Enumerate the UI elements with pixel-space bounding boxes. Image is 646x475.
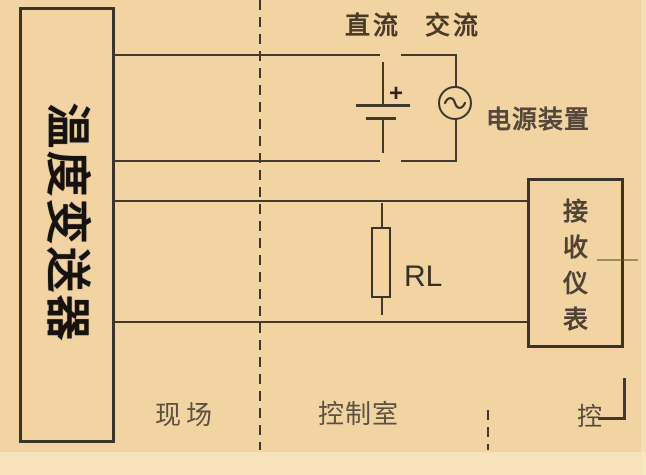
battery-top-lead [382,62,384,104]
bottom-strip [0,452,646,475]
ac-branch-upper-lead [455,54,457,88]
faint-artifact-line [597,259,638,261]
transmitter-label: 温度变送器 [42,103,93,344]
field-control-separator-dashed-line [259,0,261,450]
power-loop-top-wire-left [115,54,380,56]
resistor-top-lead [381,203,383,227]
right-edge-strip [641,0,646,475]
control-room-label: 控制室 [318,400,400,429]
power-loop-bottom-wire-right [401,160,457,162]
sine-wave-icon [443,97,467,109]
partial-control-label: 控 [577,404,603,431]
battery-plus-label: + [389,80,404,107]
ac-branch-lower-lead [455,119,457,162]
battery-long-plate [356,104,410,107]
receiver-box: 接 收 仪 表 [527,178,624,348]
resistor-label: RL [404,260,443,293]
receiver-label-char-4: 表 [562,307,588,334]
ac-source-circle [438,86,472,120]
battery-bottom-lead [382,120,384,153]
field-label: 现场 [155,401,218,430]
signal-bottom-wire [115,321,528,323]
dc-label: 直流 [345,13,402,40]
battery-short-plate [366,117,396,120]
power-loop-top-wire-right [401,54,457,56]
resistor-bottom-lead [381,298,383,315]
short-dashed-line [487,410,489,450]
corner-line-vertical [623,378,626,420]
ac-label: 交流 [425,13,482,40]
transmitter-box [19,7,115,443]
receiver-label-char-3: 仪 [562,271,588,298]
receiver-label-char-1: 接 [562,199,588,226]
receiver-label-char-2: 收 [562,235,588,262]
transmitter-label-wrap: 温度变送器 [42,103,93,353]
power-loop-bottom-wire-left [115,160,380,162]
corner-line-horizontal [598,417,625,420]
resistor-body [371,227,391,298]
power-supply-label: 电源装置 [486,107,591,134]
signal-top-wire [115,200,528,202]
